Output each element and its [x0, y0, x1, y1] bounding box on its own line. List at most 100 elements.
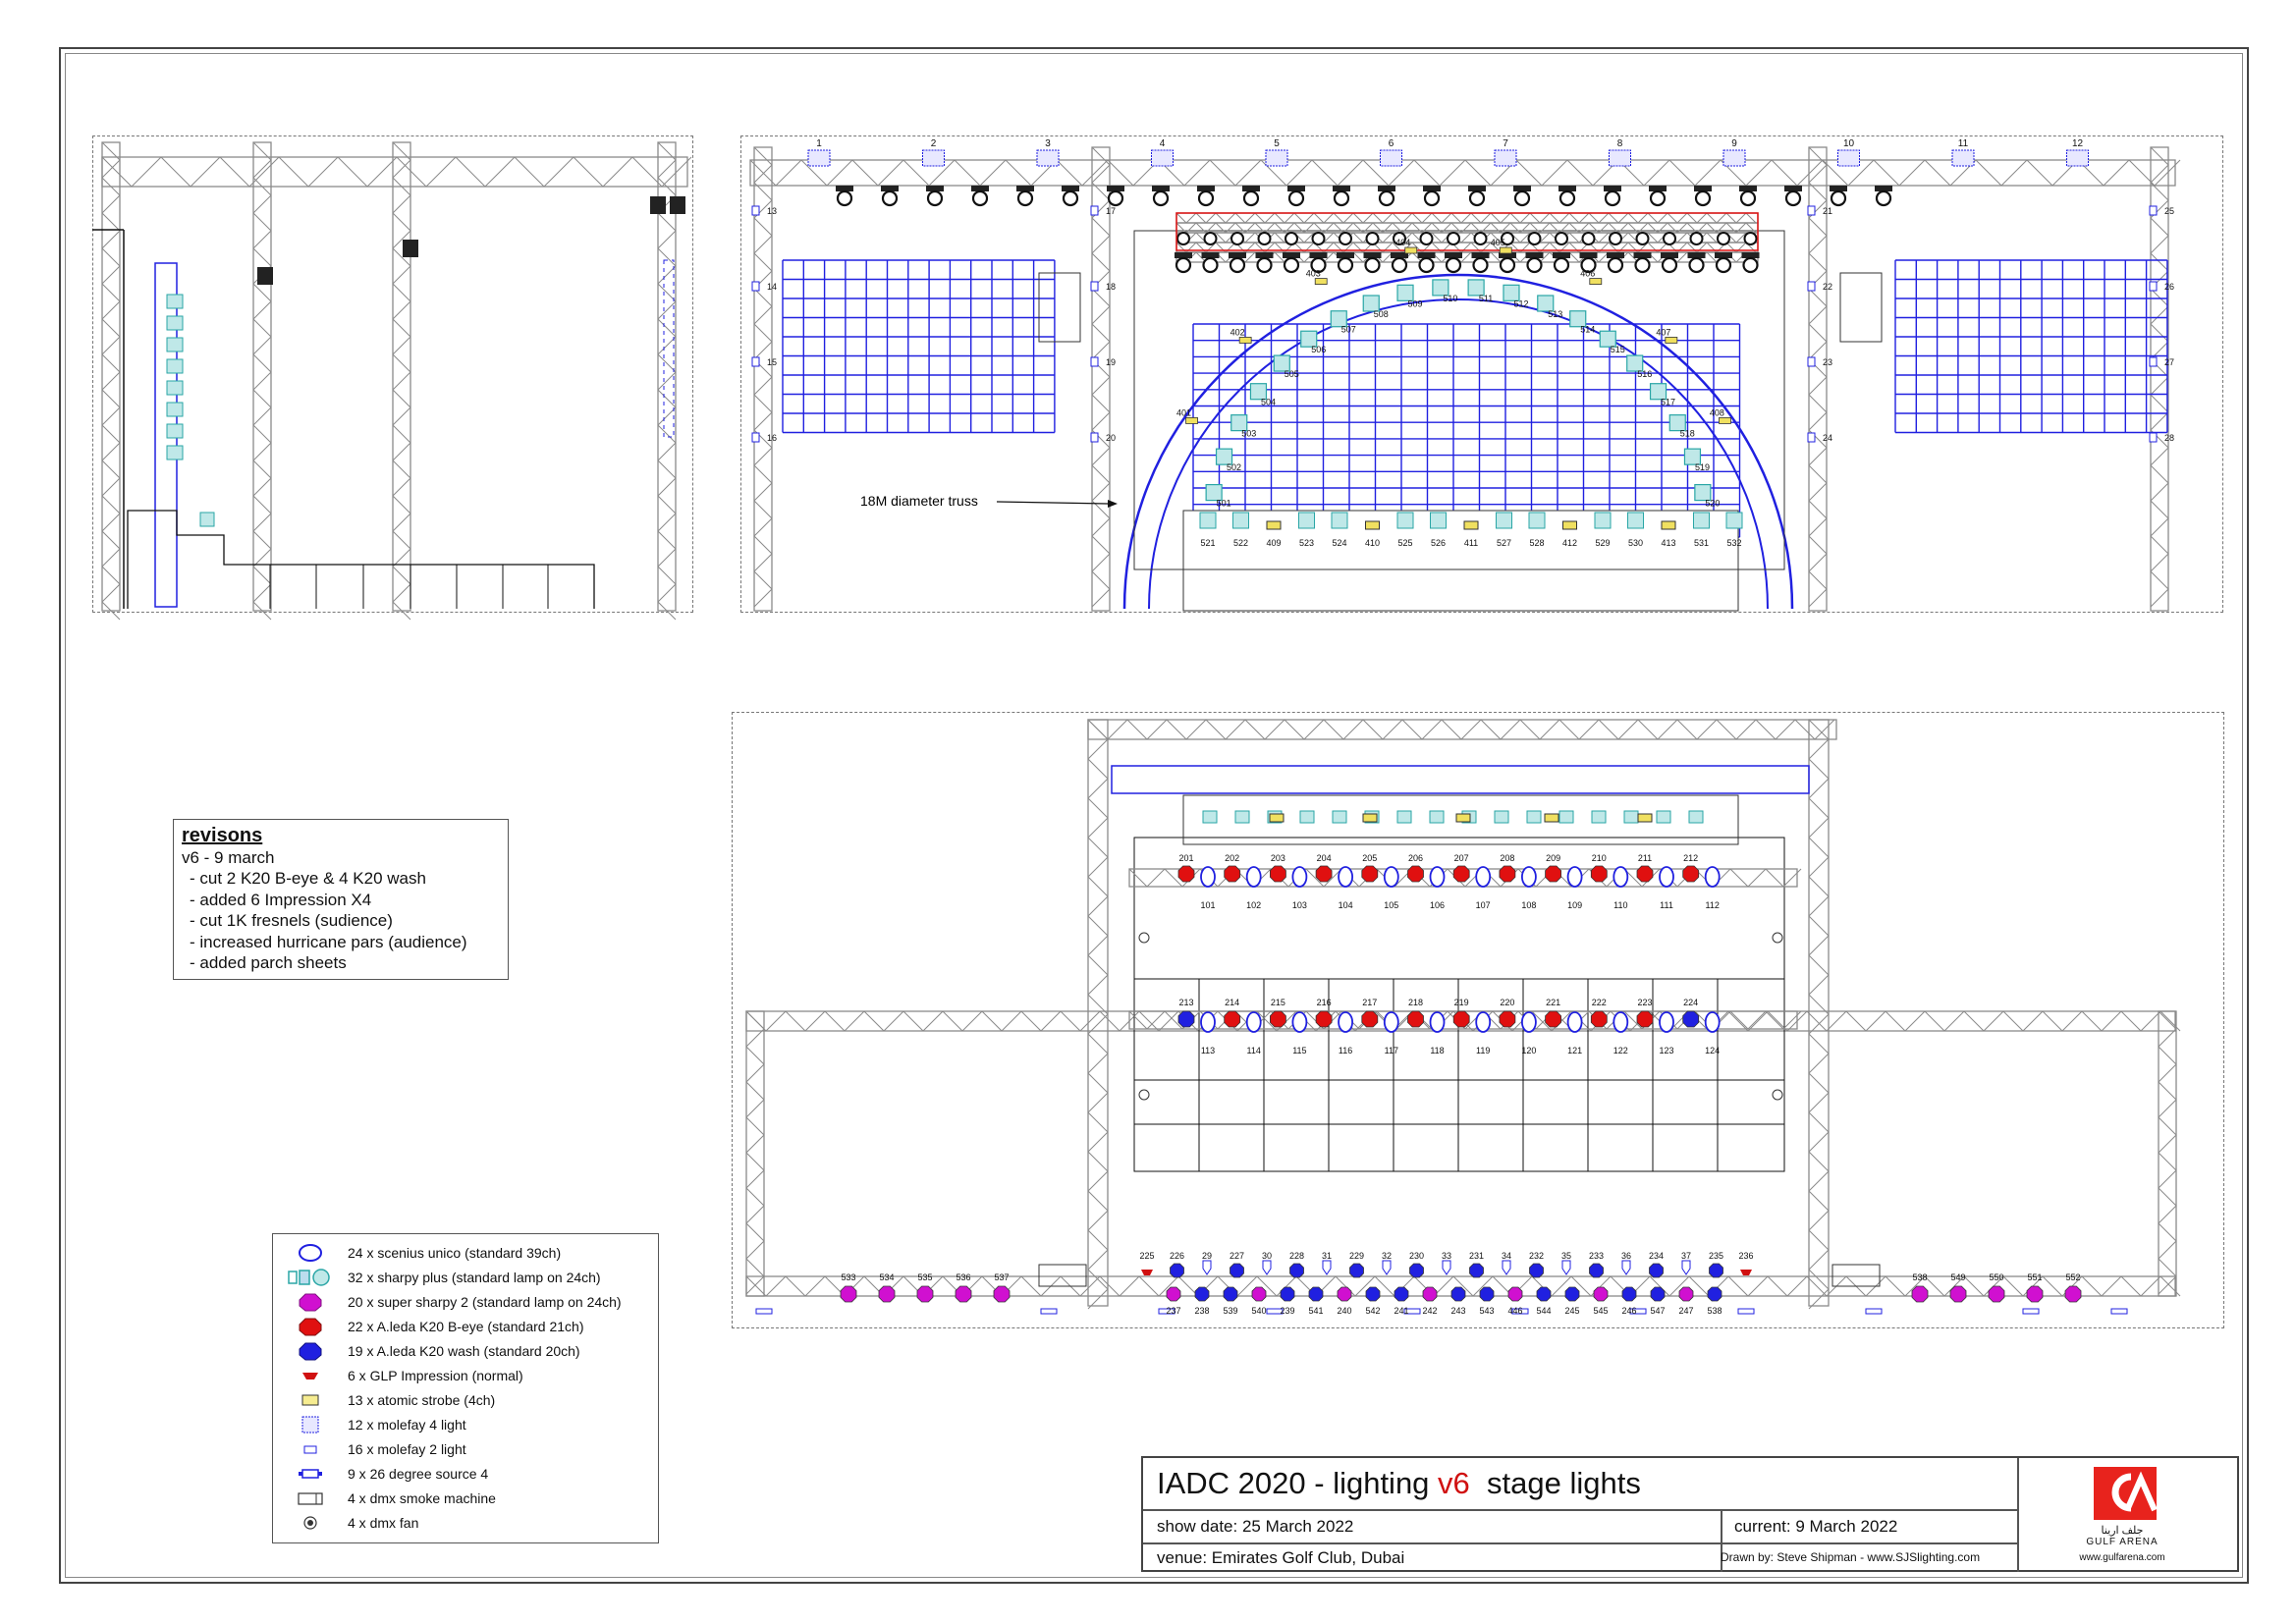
front-fixture [1394, 1286, 1409, 1302]
legend-label: 13 x atomic strobe (4ch) [348, 1391, 496, 1408]
moving-head-fixture [1689, 232, 1704, 245]
legend-row: 24 x scenius unico (standard 39ch) [273, 1240, 561, 1265]
fixture-number: 510 [1443, 294, 1457, 303]
dmx-fan [1772, 1089, 1783, 1101]
molefay-2 [1090, 356, 1099, 367]
fixture-number: 6 [1389, 138, 1394, 149]
title-prefix: IADC 2020 - lighting [1157, 1466, 1439, 1500]
plan-strobe [1637, 813, 1653, 823]
truss-bracing [1808, 146, 1828, 608]
molefay-2 [1807, 356, 1816, 367]
revisions-title: revisons [182, 825, 263, 846]
moving-head-fixture [1447, 232, 1460, 245]
fixture-number: 229 [1349, 1251, 1364, 1261]
moving-head-fixture [1607, 256, 1624, 274]
legend-label: 19 x A.leda K20 wash (standard 20ch) [348, 1342, 580, 1359]
plan-sharpy [1202, 810, 1218, 824]
arc-strobe [1185, 417, 1198, 424]
truss-bracing [1087, 719, 1109, 1310]
fixture-number: 235 [1709, 1251, 1723, 1261]
fixture-number: 403 [1306, 269, 1321, 279]
molefay-4 [1722, 149, 1746, 167]
moving-head-fixture [1287, 189, 1305, 207]
fixture-number: 503 [1241, 429, 1256, 439]
moving-head-fixture [1230, 232, 1244, 245]
molefay-2 [755, 1308, 773, 1315]
moving-head-fixture [1202, 256, 1219, 274]
fixture-number: 205 [1362, 853, 1377, 863]
scenius-unico [1566, 1011, 1583, 1033]
k20-fixture [1636, 865, 1654, 883]
moving-head-fixture [1229, 256, 1246, 274]
plan-sharpy [1429, 810, 1445, 824]
scenius-unico [1613, 1011, 1629, 1033]
legend-row: 16 x molefay 2 light [273, 1436, 466, 1461]
k20-fixture [1499, 865, 1516, 883]
fixture-number: 116 [1339, 1046, 1352, 1055]
moving-head-base [1525, 252, 1544, 258]
arc-sharpy [1626, 354, 1644, 372]
moving-head-fixture [1604, 189, 1621, 207]
fixture-number: 512 [1513, 298, 1528, 308]
scenius-unico [1704, 866, 1721, 888]
k20-fixture [1315, 865, 1333, 883]
floor-sharpy [1693, 512, 1710, 529]
arc-sharpy [1649, 383, 1667, 401]
fixture-number: 230 [1409, 1251, 1424, 1261]
fixture-number: 517 [1661, 398, 1675, 407]
fixture-legend: 24 x scenius unico (standard 39ch) 32 x … [272, 1233, 659, 1543]
k20-wash [1469, 1263, 1484, 1278]
fixture-number: 11 [1958, 138, 1969, 149]
arc-sharpy [1503, 284, 1520, 301]
moving-head-fixture [836, 189, 853, 207]
moving-head-fixture [1635, 232, 1650, 245]
fixture-number: 446 [1507, 1306, 1522, 1316]
truss-bracing [745, 1010, 765, 1295]
fixture-number: 525 [1397, 538, 1412, 548]
moving-head-base [1604, 186, 1621, 191]
moving-head-fixture [1393, 232, 1406, 245]
drawing-frame [59, 47, 2249, 1584]
fixture-number: 29 [1202, 1251, 1212, 1261]
scenius-unico [1659, 1011, 1674, 1033]
molefay-4-icon [301, 1416, 319, 1433]
moving-head-fixture [1203, 232, 1218, 245]
front-fixture [1564, 1286, 1580, 1302]
moving-head-base [1741, 252, 1760, 258]
moving-head-fixture [1694, 189, 1712, 207]
fixture-number: 115 [1292, 1046, 1306, 1055]
moving-head-fixture [1715, 256, 1732, 274]
truss-bracing [749, 159, 2181, 187]
fixture-number: 410 [1365, 538, 1380, 548]
molefay-2 [2149, 281, 2158, 292]
fixture-number: 18 [1106, 282, 1116, 292]
arc-strobe [1589, 278, 1603, 285]
k20-wash-icon [299, 1342, 322, 1360]
molefay-2 [1040, 1308, 1058, 1315]
super-sharpy [878, 1285, 896, 1303]
front-fixture [1308, 1286, 1324, 1302]
front-fixture [1223, 1286, 1238, 1302]
fixture-number: 413 [1661, 538, 1675, 548]
molefay-2 [751, 205, 760, 216]
k20-fixture [1315, 1010, 1333, 1028]
plan-sharpy [1526, 810, 1542, 824]
fixture-number: 511 [1479, 294, 1493, 303]
plan-led-truss [1111, 765, 1810, 794]
moving-head-fixture [1784, 189, 1802, 207]
fixture-number: 507 [1341, 325, 1356, 335]
fixture-number: 228 [1289, 1251, 1304, 1261]
plan-strobe [1544, 813, 1559, 823]
moving-head-base [1553, 252, 1570, 258]
fixture-number: 524 [1332, 538, 1346, 548]
super-sharpy [2064, 1285, 2082, 1303]
moving-head-base [1694, 186, 1712, 191]
k20-fixture [1270, 865, 1286, 883]
arc-sharpy [1396, 284, 1414, 301]
drawing-inner-frame [65, 53, 2243, 1578]
molefay-2 [1865, 1308, 1883, 1315]
fixture-number: 106 [1430, 900, 1445, 910]
fixture-number: 114 [1247, 1046, 1261, 1055]
fixture-number: 32 [1382, 1251, 1392, 1261]
